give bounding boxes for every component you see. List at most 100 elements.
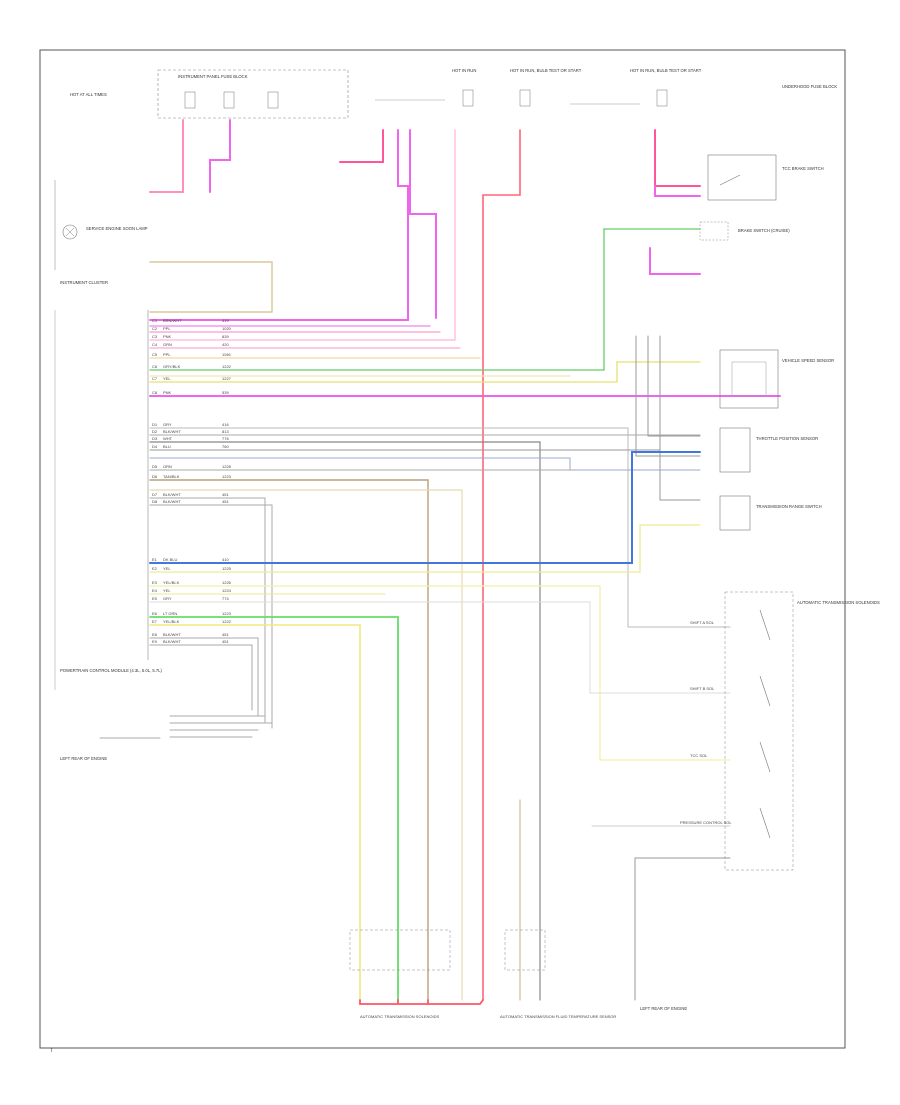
svg-text:E5: E5 (152, 596, 158, 601)
ground-label-left: LEFT REAR OF ENGINE (60, 756, 107, 761)
svg-text:E6: E6 (152, 611, 158, 616)
solenoid-pack: AUTOMATIC TRANSMISSION SOLENOIDS SHIFT A… (680, 591, 880, 871)
svg-text:1020: 1020 (222, 326, 232, 331)
svg-text:D6: D6 (152, 474, 158, 479)
diagram-frame (39, 49, 846, 1049)
svg-text:YEL/BLK: YEL/BLK (163, 580, 180, 585)
svg-text:TCC BRAKE SWITCH: TCC BRAKE SWITCH (782, 166, 824, 171)
svg-text:SHIFT B SOL: SHIFT B SOL (690, 686, 715, 691)
service-engine-lamp: SERVICE ENGINE SOON LAMP (62, 224, 148, 240)
svg-text:VEHICLE SPEED SENSOR: VEHICLE SPEED SENSOR (782, 358, 834, 363)
svg-text:1196: 1196 (222, 352, 231, 357)
svg-text:YEL: YEL (163, 566, 171, 571)
svg-text:E4: E4 (152, 588, 158, 593)
svg-text:E3: E3 (152, 580, 158, 585)
center-bus (375, 99, 640, 105)
svg-text:416: 416 (222, 422, 229, 427)
trans-range-switch: TRANSMISSION RANGE SWITCH (719, 495, 822, 531)
svg-text:839: 839 (222, 334, 229, 339)
svg-text:BRN/WHT: BRN/WHT (163, 318, 182, 323)
svg-text:C8: C8 (152, 390, 158, 395)
svg-text:TRANSMISSION RANGE SWITCH: TRANSMISSION RANGE SWITCH (756, 504, 822, 509)
svg-text:451: 451 (222, 492, 229, 497)
svg-text:D1: D1 (152, 422, 158, 427)
svg-text:HOT IN RUN: HOT IN RUN (452, 68, 476, 73)
svg-text:E7: E7 (152, 619, 158, 624)
svg-text:410: 410 (222, 557, 229, 562)
svg-text:419: 419 (222, 318, 229, 323)
svg-text:AUTOMATIC TRANSMISSION FLUID T: AUTOMATIC TRANSMISSION FLUID TEMPERATURE… (500, 1014, 616, 1019)
svg-text:BLU: BLU (163, 444, 171, 449)
svg-text:C2: C2 (152, 326, 158, 331)
svg-text:D7: D7 (152, 492, 158, 497)
svg-text:WHT: WHT (163, 436, 173, 441)
svg-text:1227: 1227 (222, 376, 232, 381)
tcc-brake-switch: TCC BRAKE SWITCH (707, 154, 824, 201)
svg-text:1228: 1228 (222, 464, 232, 469)
svg-text:HOT AT ALL TIMES: HOT AT ALL TIMES (70, 92, 107, 97)
svg-text:1225: 1225 (222, 566, 232, 571)
svg-text:C6: C6 (152, 364, 158, 369)
hot-at-all-times: HOT AT ALL TIMES (70, 92, 107, 97)
svg-text:C1: C1 (152, 318, 158, 323)
svg-text:813: 813 (222, 429, 229, 434)
svg-text:PPL: PPL (163, 352, 171, 357)
svg-text:C7: C7 (152, 376, 158, 381)
svg-text:1224: 1224 (222, 588, 232, 593)
svg-text:LEFT REAR OF ENGINE: LEFT REAR OF ENGINE (640, 1006, 687, 1011)
instrument-cluster-label: INSTRUMENT CLUSTER (60, 280, 108, 285)
svg-text:D8: D8 (152, 499, 158, 504)
svg-text:PRESSURE CONTROL SOL: PRESSURE CONTROL SOL (680, 820, 732, 825)
pcm-row: C1 BRN/WHT 419 (152, 318, 229, 323)
pcm-row: D1 GRY 416 (152, 422, 229, 427)
svg-text:GRY/BLK: GRY/BLK (163, 364, 181, 369)
svg-text:PNK: PNK (163, 390, 172, 395)
throttle-position-sensor: THROTTLE POSITION SENSOR (719, 427, 818, 473)
fuse-block-underhood: UNDERHOOD FUSE BLOCK (782, 84, 837, 89)
svg-text:TCC SOL: TCC SOL (690, 753, 708, 758)
svg-text:BLK/WHT: BLK/WHT (163, 499, 181, 504)
svg-text:C4: C4 (152, 342, 158, 347)
svg-text:539: 539 (222, 390, 229, 395)
svg-text:E1: E1 (152, 557, 158, 562)
wires (99, 119, 781, 1005)
svg-text:HOT IN RUN, BULB TEST OR START: HOT IN RUN, BULB TEST OR START (510, 68, 582, 73)
svg-text:INSTRUMENT PANEL FUSE BLOCK: INSTRUMENT PANEL FUSE BLOCK (178, 74, 248, 79)
svg-text:760: 760 (222, 444, 229, 449)
svg-text:776: 776 (222, 436, 229, 441)
svg-text:451: 451 (222, 632, 229, 637)
svg-text:D3: D3 (152, 436, 158, 441)
pcm-row: D8 BLK/WHT 451 (152, 499, 229, 504)
svg-text:UNDERHOOD FUSE BLOCK: UNDERHOOD FUSE BLOCK (782, 84, 837, 89)
svg-text:BLK/WHT: BLK/WHT (163, 429, 181, 434)
svg-text:420: 420 (222, 342, 229, 347)
svg-text:GRY: GRY (163, 422, 172, 427)
svg-text:SERVICE ENGINE SOON LAMP: SERVICE ENGINE SOON LAMP (86, 226, 148, 231)
svg-text:E2: E2 (152, 566, 158, 571)
svg-text:AUTOMATIC TRANSMISSION SOLENOI: AUTOMATIC TRANSMISSION SOLENOIDS (360, 1014, 439, 1019)
fuse-block-hot-run: HOT IN RUN (452, 68, 476, 107)
svg-text:1223: 1223 (222, 474, 232, 479)
ground-right: LEFT REAR OF ENGINE (640, 1006, 687, 1011)
svg-text:YEL: YEL (163, 588, 171, 593)
svg-text:BRAKE SWITCH (CRUISE): BRAKE SWITCH (CRUISE) (738, 228, 790, 233)
pcm-row: E2 YEL 1225 (152, 566, 232, 571)
bottom-solenoids: AUTOMATIC TRANSMISSION SOLENOIDS AUTOMAT… (349, 929, 616, 1019)
svg-text:451: 451 (222, 499, 229, 504)
